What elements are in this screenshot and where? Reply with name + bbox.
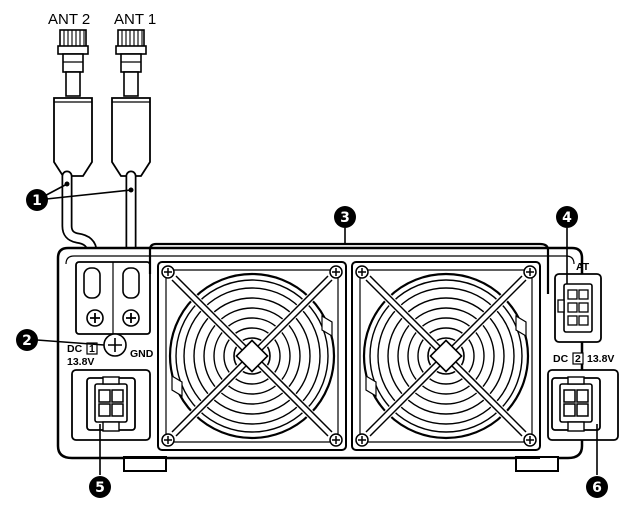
callout-1: 1 [26,189,48,211]
dc2-voltage: 13.8V [587,353,614,365]
callout-2: 2 [16,329,38,351]
ant1-plug [111,29,151,177]
callout-3: 3 [334,206,356,228]
dc2-number: 2 [575,353,581,365]
right-foot [515,456,559,472]
at-connector [557,283,593,333]
at-label: AT [576,261,590,273]
ant2-plug [53,29,93,177]
callout-5: 5 [89,476,111,498]
gnd-terminal [103,333,127,357]
svg-text:4: 4 [562,210,572,226]
left-foot [123,456,167,472]
svg-text:6: 6 [592,480,602,496]
callout-4: 4 [556,206,578,228]
ant1-screw [122,309,140,327]
ant1-label: ANT 1 [114,11,156,28]
dc2-power-connector [551,376,601,432]
ant2-label: ANT 2 [48,11,90,28]
svg-text:2: 2 [22,333,32,349]
fan-housing-bracket [148,242,550,294]
cooling-fan-left [158,262,346,450]
dc1-number: 1 [89,343,95,355]
svg-text:3: 3 [340,210,350,226]
gnd-label: GND [130,348,154,360]
svg-text:5: 5 [95,480,105,496]
dc1-label: DC [67,343,83,355]
callout-6: 6 [586,476,608,498]
cooling-fan-right [352,262,540,450]
svg-text:1: 1 [32,193,42,209]
ant2-screw [86,309,104,327]
dc1-voltage: 13.8V [67,356,94,368]
dc2-label: DC [553,353,569,365]
dc1-power-connector [86,376,136,432]
